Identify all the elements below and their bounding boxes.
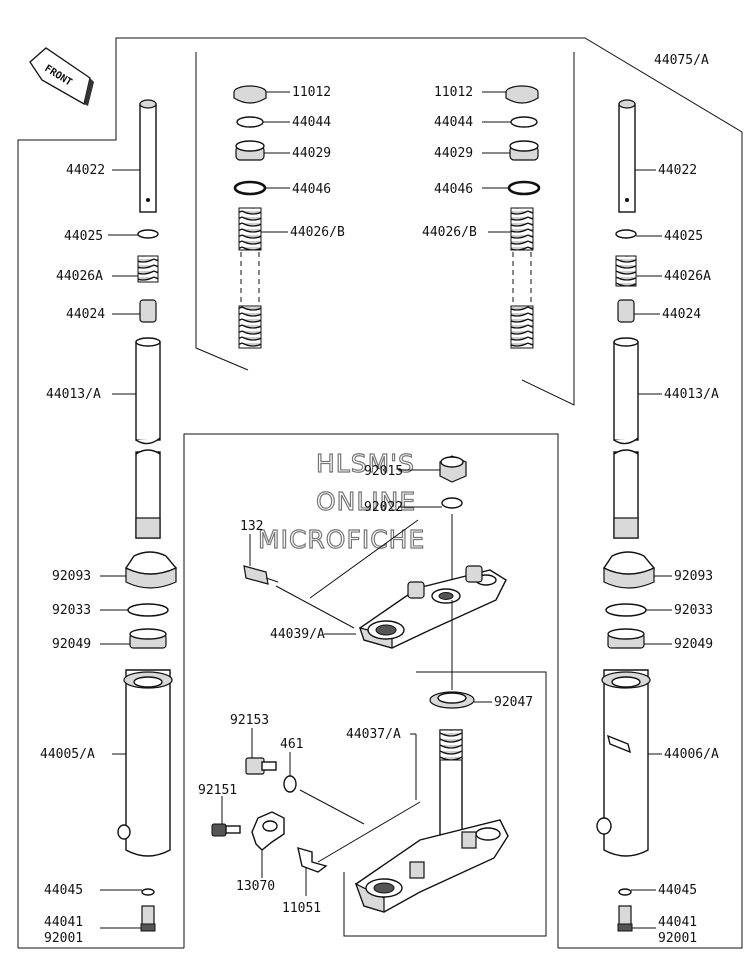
label-92033-left: 92033: [52, 603, 91, 618]
label-44039a: 44039/A: [270, 627, 325, 642]
label-44037a: 44037/A: [346, 727, 401, 742]
steering-stem-lower-clamp: [299, 600, 509, 913]
label-92093-right: 92093: [674, 569, 713, 584]
clamp-hardware: [211, 728, 328, 896]
label-44024-left: 44024: [66, 307, 105, 322]
spring-long-left: [238, 207, 262, 349]
label-44005a: 44005/A: [40, 747, 95, 762]
label-44025-right: 44025: [664, 229, 703, 244]
upper-triple-clamp: [243, 455, 507, 649]
label-44022-left: 44022: [66, 163, 105, 178]
label-44026a-left: 44026A: [56, 269, 103, 284]
label-44044-right: 44044: [434, 115, 473, 130]
label-92049-right: 92049: [674, 637, 713, 652]
callout-labels: 11012 44044 44029 44046 44026/B 11012 44…: [40, 53, 719, 946]
watermark: HLSM'S ONLINE MICROFICHE: [257, 448, 425, 554]
label-11012-left: 11012: [292, 85, 331, 100]
label-44044-left: 44044: [292, 115, 331, 130]
label-44006a: 44006/A: [664, 747, 719, 762]
label-44013a-left: 44013/A: [46, 387, 101, 402]
cap-column-left: [233, 85, 290, 349]
front-direction-badge: FRONT: [29, 47, 94, 106]
watermark-line-2: ONLINE: [316, 487, 416, 516]
label-461: 461: [280, 737, 303, 752]
label-13070: 13070: [236, 879, 275, 894]
label-92015: 92015: [364, 464, 403, 479]
label-92153: 92153: [230, 713, 269, 728]
label-44022-right: 44022: [658, 163, 697, 178]
label-92001-left: 92001: [44, 931, 83, 946]
label-11012-right: 11012: [434, 85, 473, 100]
label-44029-right: 44029: [434, 146, 473, 161]
label-44075a: 44075/A: [654, 53, 709, 68]
watermark-line-3: MICROFICHE: [258, 525, 425, 554]
label-44026b-left: 44026/B: [290, 225, 345, 240]
label-92093-left: 92093: [52, 569, 91, 584]
spring-long-right: [510, 207, 534, 349]
watermark-line-1: HLSM'S: [316, 449, 415, 478]
frame-lines: [17, 37, 743, 949]
label-44026a-right: 44026A: [664, 269, 711, 284]
label-44025-left: 44025: [64, 229, 103, 244]
label-92001-right: 92001: [658, 931, 697, 946]
label-44041-left: 44041: [44, 915, 83, 930]
fork-leg-right: [596, 99, 672, 932]
label-92033-right: 92033: [674, 603, 713, 618]
label-44045-right: 44045: [658, 883, 697, 898]
label-92151: 92151: [198, 783, 237, 798]
fork-leg-left: [100, 99, 178, 932]
label-44026b-right: 44026/B: [422, 225, 477, 240]
label-92022: 92022: [364, 500, 403, 515]
label-92049-left: 92049: [52, 637, 91, 652]
label-44024-right: 44024: [662, 307, 701, 322]
label-132: 132: [240, 519, 263, 534]
label-44046-right: 44046: [434, 182, 473, 197]
label-44013a-right: 44013/A: [664, 387, 719, 402]
label-11051: 11051: [282, 901, 321, 916]
label-92047: 92047: [494, 695, 533, 710]
label-44029-left: 44029: [292, 146, 331, 161]
cap-column-right: [482, 85, 541, 349]
label-44041-right: 44041: [658, 915, 697, 930]
label-44046-left: 44046: [292, 182, 331, 197]
label-44045-left: 44045: [44, 883, 83, 898]
